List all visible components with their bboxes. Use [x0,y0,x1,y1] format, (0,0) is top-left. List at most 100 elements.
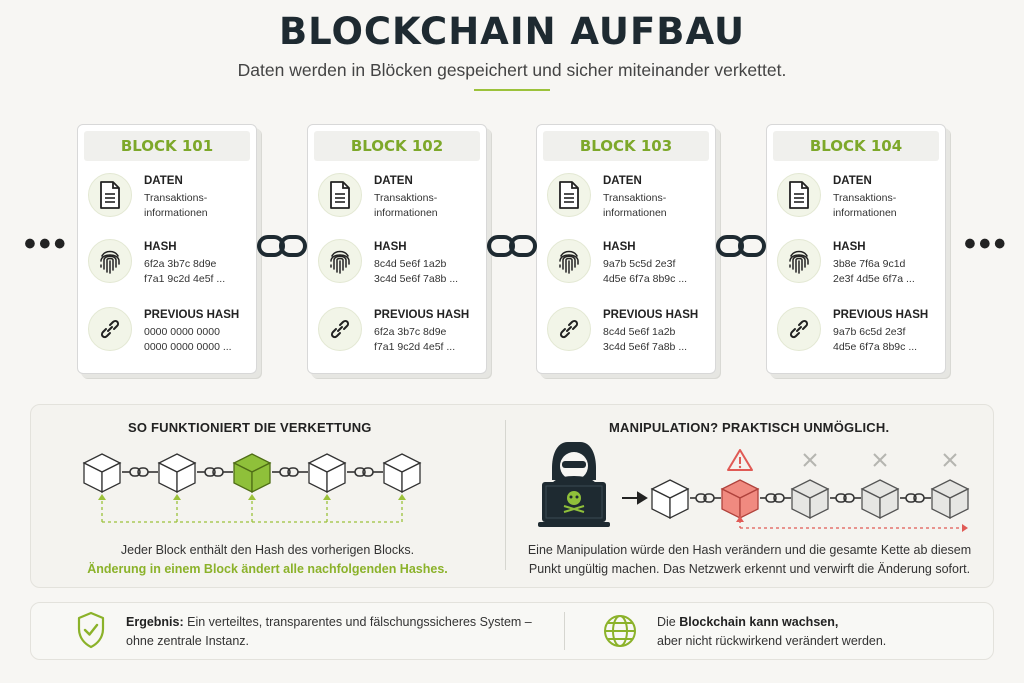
block-title: BLOCK 101 [84,131,250,161]
chaining-diagram [83,453,421,523]
hash-row: HASH 6f2a 3b7c 8d9e f7a1 9c2d 4e5f ... [88,239,254,289]
document-icon [777,173,821,217]
data-row: DATEN Transaktions-informationen [318,173,484,223]
data-desc: Transaktions- [144,192,208,204]
data-desc: informationen [144,207,208,219]
cube-icon-manipulated [720,479,760,520]
manipulation-text-2: Punkt ungültig machen. Das Netzwerk erke… [528,562,971,576]
chain-link-icon [716,235,766,257]
link-icon [318,307,362,351]
previous-hash-label: PREVIOUS HASH [833,309,929,321]
previous-hash-label: PREVIOUS HASH [374,309,470,321]
cube-icon-invalid [930,479,970,520]
cube-icon [308,453,346,493]
previous-hash-row: PREVIOUS HASH 9a7b 6c5d 2e3f 4d5e 6f7a 8b9… [777,307,943,357]
data-label: DATEN [603,175,642,187]
data-desc: Transaktions- [833,192,897,204]
hash-value: f7a1 9c2d 4e5f ... [144,273,226,285]
hacker-icon [538,442,610,527]
chaining-text: Jeder Block enthält den Hash des vorheri… [120,543,415,557]
link-icon [777,307,821,351]
document-icon [88,173,132,217]
previous-hash-row: PREVIOUS HASH 6f2a 3b7c 8d9e f7a1 9c2d 4e5… [318,307,484,357]
previous-hash-value: 3c4d 5e6f 7a8b ... [603,341,688,353]
panel-divider [505,420,506,570]
cube-icon [83,453,121,493]
cube-icon [383,453,421,493]
data-label: DATEN [374,175,413,187]
cube-icon [158,453,196,493]
previous-hash-row: PREVIOUS HASH 0000 0000 0000 0000 0000 000… [88,307,254,357]
result-line-1: Ergebnis: Ein verteiltes, transparentes … [126,615,532,629]
chain-link-icon [487,235,537,257]
previous-hash-label: PREVIOUS HASH [144,309,240,321]
x-icon [803,453,957,467]
previous-hash-value: 0000 0000 0000 [144,326,220,338]
cube-icon [650,479,690,520]
arrow-right-icon [622,491,648,505]
previous-hash-value: 8c4d 5e6f 1a2b [603,326,676,338]
data-desc: informationen [603,207,667,219]
hash-value: 3b8e 7f6a 9c1d [833,258,906,270]
hash-label: HASH [374,241,407,253]
previous-hash-row: PREVIOUS HASH 8c4d 5e6f 1a2b 3c4d 5e6f 7a8… [547,307,713,357]
ellipsis-right: ••• [964,225,1009,263]
hash-label: HASH [144,241,177,253]
cube-icon-invalid [790,479,830,520]
data-label: DATEN [833,175,872,187]
data-desc: informationen [833,207,897,219]
fingerprint-icon [88,239,132,283]
summary-bar [30,602,994,660]
shield-check-icon [77,611,105,649]
link-icon [547,307,591,351]
previous-hash-label: PREVIOUS HASH [603,309,699,321]
document-icon [318,173,362,217]
chain-link-icon [257,235,307,257]
hash-label: HASH [603,241,636,253]
data-row: DATEN Transaktions-informationen [547,173,713,223]
summary-divider [564,612,565,650]
previous-hash-value: 6f2a 3b7c 8d9e [374,326,447,338]
hash-value: 6f2a 3b7c 8d9e [144,258,217,270]
hash-value: 3c4d 5e6f 7a8b ... [374,273,459,285]
explanation-panel [30,404,994,588]
page-subtitle: Daten werden in Blöcken gespeichert und … [237,60,787,80]
data-desc: Transaktions- [374,192,438,204]
manipulation-title: MANIPULATION? PRAKTISCH UNMÖGLICH. [609,420,890,435]
previous-hash-value: f7a1 9c2d 4e5f ... [374,341,456,353]
growth-line-1: Die Blockchain kann wachsen, [657,615,839,629]
data-desc: informationen [374,207,438,219]
data-row: DATEN Transaktions-informationen [777,173,943,223]
previous-hash-value: 4d5e 6f7a 8b9c ... [833,341,918,353]
cube-icon-highlighted [233,453,271,493]
fingerprint-icon [777,239,821,283]
hash-value: 2e3f 4d5e 6f7a ... [833,273,915,285]
ellipsis-left: ••• [24,225,69,263]
manipulation-diagram [538,442,970,532]
chaining-title: SO FUNKTIONIERT DIE VERKETTUNG [128,420,372,435]
block-title: BLOCK 102 [314,131,480,161]
manipulation-text-1: Eine Manipulation würde den Hash verände… [527,543,972,557]
warning-icon [727,449,753,471]
result-line-2: ohne zentrale Instanz. [126,634,249,648]
page-title: BLOCKCHAIN AUFBAU [278,10,745,53]
growth-line-2: aber nicht rückwirkend verändert werden. [657,634,887,648]
hash-label: HASH [833,241,866,253]
hash-row: HASH 8c4d 5e6f 1a2b 3c4d 5e6f 7a8b ... [318,239,484,289]
hash-row: HASH 3b8e 7f6a 9c1d 2e3f 4d5e 6f7a ... [777,239,943,289]
document-icon [547,173,591,217]
hash-value: 8c4d 5e6f 1a2b [374,258,447,270]
cube-icon-invalid [860,479,900,520]
data-desc: Transaktions- [603,192,667,204]
fingerprint-icon [547,239,591,283]
hash-value: 9a7b 5c5d 2e3f [603,258,676,270]
previous-hash-value: 9a7b 6c5d 2e3f [833,326,906,338]
previous-hash-value: 0000 0000 0000 ... [144,341,232,353]
block-title: BLOCK 103 [543,131,709,161]
